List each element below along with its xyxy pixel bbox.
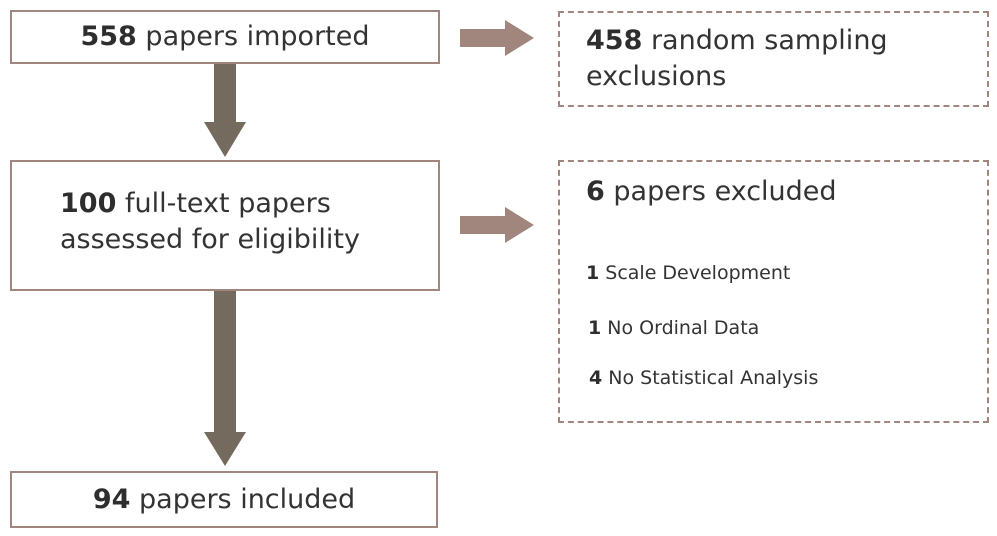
excluded-box: 6 papers excluded 1 Scale Development 1 … [558,160,989,423]
exclusion-reason: 1 Scale Development [586,262,791,284]
imported-count: 558 [80,21,137,52]
imported-text: papers imported [136,21,370,52]
sampling-line2: exclusions [586,61,727,92]
imported-box: 558 papers imported [10,10,440,64]
fulltext-box: 100 full-text papers assessed for eligib… [10,160,440,291]
sampling-line1: random sampling [642,25,888,56]
included-box: 94 papers included [10,471,438,528]
included-count: 94 [92,483,131,515]
excluded-text: papers excluded [604,176,837,207]
sampling-exclusions-box: 458 random sampling exclusions [558,11,989,107]
fulltext-line2: assessed for eligibility [60,224,360,255]
exclusion-reason: 4 No Statistical Analysis [589,367,819,389]
fulltext-count: 100 [60,188,117,219]
exclusion-reason: 1 No Ordinal Data [588,317,760,339]
fulltext-line1: full-text papers [116,188,331,219]
arrow-right-1 [460,20,534,56]
arrow-down-2 [204,291,246,466]
included-text: papers included [130,483,356,515]
excluded-count: 6 [586,176,605,207]
arrow-right-2 [460,207,534,243]
sampling-count: 458 [586,25,643,56]
arrow-down-1 [204,64,246,157]
